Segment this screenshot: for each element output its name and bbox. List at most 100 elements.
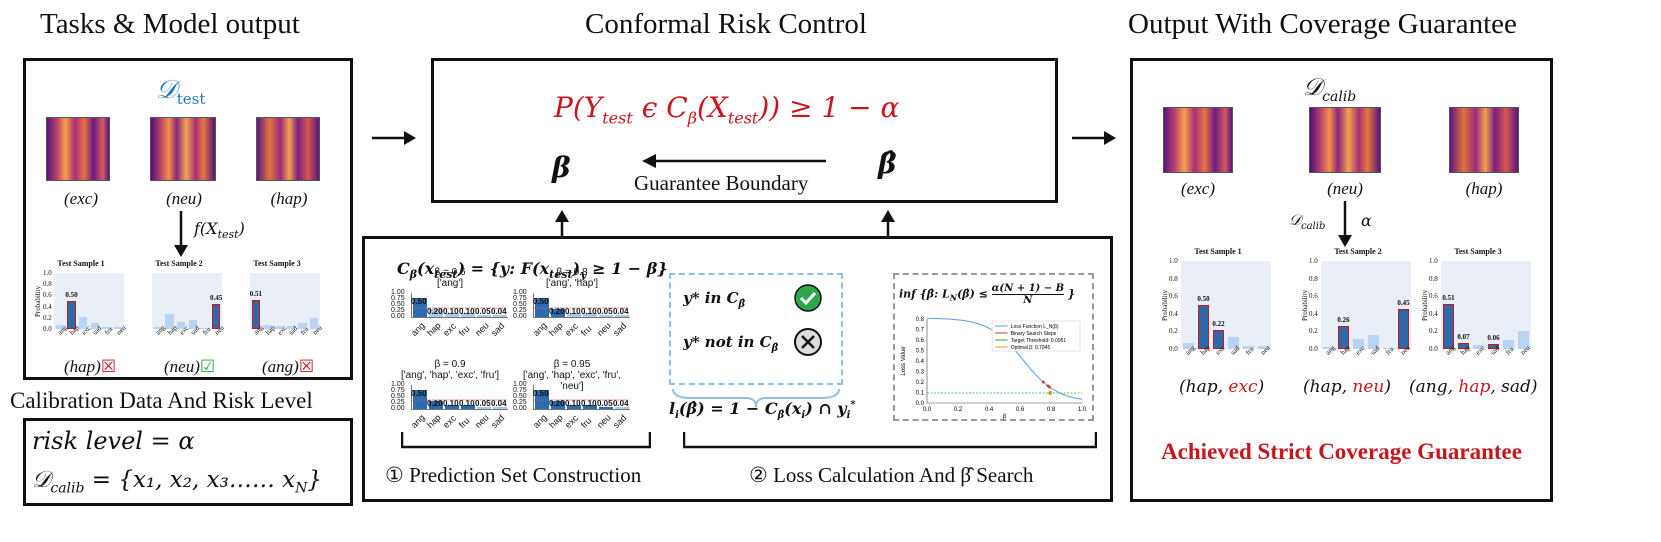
bar	[310, 317, 319, 329]
calib-box: risk level = α 𝒟calib = {x₁, x₂, x₃…… xN…	[23, 418, 353, 506]
bar-value: 0.26	[1337, 316, 1350, 325]
y-tick: 0.6	[1169, 292, 1178, 301]
chart-ylabel: Probability	[1301, 289, 1309, 321]
step1-label: ① Prediction Set Construction	[385, 463, 642, 487]
cross-circle-icon	[794, 328, 822, 356]
y-tick: 0.4	[1169, 309, 1178, 318]
bar: 0.26	[1337, 316, 1350, 349]
emotion-right-exc: (exc)	[1181, 179, 1215, 198]
mini-bar	[615, 315, 629, 317]
set-token: (hap,	[1179, 377, 1229, 397]
bar: 0.06	[1487, 334, 1500, 349]
bar-value: 0.51	[249, 290, 262, 299]
mini-x-tick: hap	[547, 412, 565, 431]
emotion-hap: (hap)	[270, 189, 308, 208]
plot-legend-item: Binary Search Steps	[1011, 331, 1057, 337]
y-tick: 0.4	[43, 302, 52, 311]
y-tick: 0.8	[1429, 274, 1438, 283]
y-tick: 0.4	[1429, 309, 1438, 318]
mini-y-tick: 0.00	[513, 313, 527, 320]
bar	[1258, 346, 1269, 349]
mini-bar	[445, 405, 459, 409]
mini-bar	[535, 297, 549, 317]
mini-bar	[493, 315, 507, 317]
prediction-set-2: (hap, neu)	[1303, 377, 1391, 397]
threshold-line	[411, 307, 507, 309]
mini-bar	[429, 401, 443, 409]
bar	[1383, 348, 1394, 349]
mini-bar-value: 0.05	[597, 399, 613, 408]
mini-plot	[411, 385, 508, 410]
spectrogram-right-hap	[1449, 107, 1519, 173]
chart-title: Test Sample 3	[1454, 247, 1502, 256]
emotion-right-hap: (hap)	[1465, 179, 1503, 198]
result-neu: (neu)☑	[164, 357, 216, 376]
mini-bar-value: 0.10	[581, 307, 597, 316]
mini-plot	[533, 385, 630, 410]
bar-value: 0.50	[65, 291, 78, 299]
mini-x-tick: exc	[441, 321, 458, 339]
bar: 0.50	[1197, 295, 1210, 349]
mini-title: β = 0.6	[434, 267, 466, 278]
chart-title: Test Sample 2	[1334, 247, 1382, 256]
bracket-right	[683, 432, 1097, 449]
mini-bar-value: 0.10	[581, 399, 597, 408]
spectrogram-hap	[256, 117, 320, 181]
y-tick: 0.2	[1309, 327, 1318, 336]
bar-value: 0.45	[210, 293, 223, 302]
y-tick: 1.0	[1429, 257, 1438, 265]
mini-x-tick: sad	[489, 412, 507, 431]
mini-bar	[461, 313, 475, 317]
mini-bar-value: 0.10	[565, 399, 581, 408]
bar	[1503, 340, 1514, 349]
plot-legend-item: Target Threshold: 0.0951	[1011, 338, 1067, 344]
mini-x-tick: hap	[425, 320, 443, 339]
mini-bar	[551, 401, 565, 409]
arrow-alpha-label: α	[1361, 211, 1372, 230]
mini-bar-value: 0.10	[565, 307, 581, 316]
bar	[55, 325, 64, 329]
mini-bar-value: 0.20	[427, 399, 443, 408]
mini-y-tick: 0.75	[391, 295, 405, 302]
mini-y-tick: 0.50	[513, 393, 527, 400]
loss-formula: li(β̂) = 1 − Cβ̂(xi) ∩ yi*	[669, 399, 856, 422]
bar	[1368, 334, 1379, 349]
emotion-neu: (neu)	[166, 189, 202, 208]
mini-x-tick: ang	[531, 412, 549, 431]
beta-label: β	[552, 151, 571, 184]
crc-box: P(Ytest ϵ Cβ(Xtest)) ≥ 1 − α β β̂ Guaran…	[431, 58, 1058, 203]
spectrogram-neu	[150, 117, 216, 181]
set-token: )	[1384, 377, 1392, 397]
mini-y-tick: 0.25	[391, 399, 405, 406]
mini-bar-value: 0.05	[597, 307, 613, 316]
step2-label: ② Loss Calculation And β̂ Search	[749, 463, 1034, 487]
chart-ylabel: Probability	[1161, 289, 1169, 321]
mini-plot	[411, 293, 508, 318]
dcalib-label: 𝒟calib	[1303, 73, 1357, 105]
plot-legend-item: Loss Function L_N(β)	[1011, 324, 1059, 330]
chart-title: Test Sample 3	[253, 259, 301, 268]
mini-bar-value: 0.04	[613, 307, 629, 316]
mini-set: ['ang']	[436, 278, 464, 289]
mini-title: β = 0.95	[553, 359, 591, 370]
mini-y-tick: 0.50	[513, 301, 527, 308]
plot-y-tick: 0.7	[916, 328, 925, 334]
mini-bar-value: 0.10	[459, 399, 475, 408]
mini-bar-value: 0.50	[411, 297, 427, 306]
mini-x-tick: neu	[595, 412, 613, 431]
mini-bar	[477, 315, 491, 317]
y-not-label: y* not in Cβ̂	[683, 333, 779, 354]
plot-x-tick: 0.0	[923, 407, 932, 413]
plot-y-tick: 0.3	[916, 370, 925, 376]
mini-bar-value: 0.05	[475, 307, 491, 316]
y-tick: 0.8	[1169, 274, 1178, 283]
mini-x-tick: ang	[409, 412, 427, 431]
y-in-label: y* in Cβ̂	[683, 289, 746, 310]
prediction-set-3: (ang, hap, sad)	[1409, 377, 1538, 397]
arrow-dcalib-label: 𝒟calib	[1289, 211, 1326, 232]
bar	[165, 314, 174, 329]
title-left: Tasks & Model output	[40, 8, 300, 40]
mini-x-tick: hap	[547, 320, 565, 339]
